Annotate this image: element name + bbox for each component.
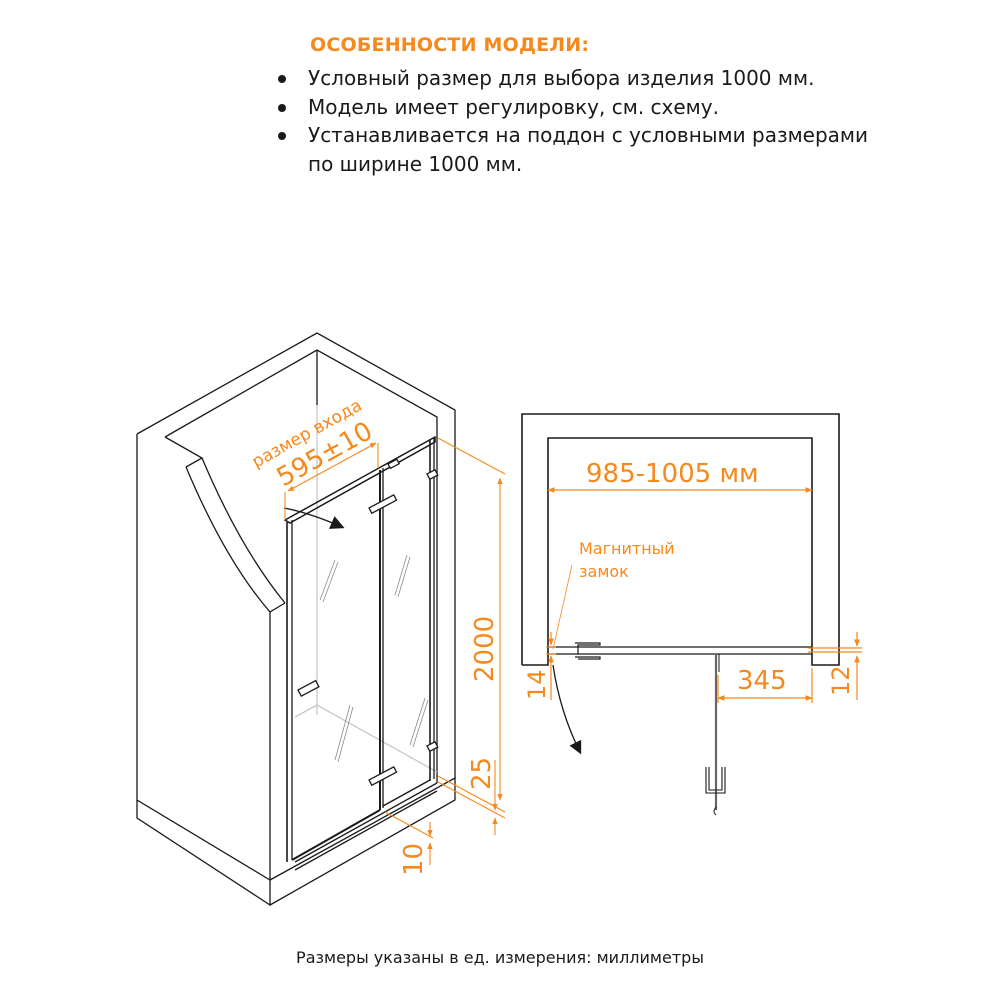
wall-outline (136, 332, 456, 437)
bullet-icon (278, 75, 286, 83)
iso-dimensions (284, 437, 506, 865)
feature-item-continued: по ширине 1000 мм. (308, 151, 523, 176)
feature-item: Модель имеет регулировку, см. схему. (270, 93, 868, 122)
magnet-lock-label-2: замок (579, 562, 629, 581)
height-value: 2000 (470, 616, 500, 682)
features-title: ОСОБЕННОСТИ МОДЕЛИ: (310, 34, 590, 56)
threshold-value: 10 (399, 843, 429, 876)
right-gap-value: 12 (827, 665, 855, 696)
feature-item: Устанавливается на поддон с условными ра… (270, 121, 868, 150)
fixed-panel-value: 345 (737, 666, 787, 696)
plan-dimensions (546, 487, 862, 703)
plan-view (521, 413, 840, 816)
magnet-lock-label: Магнитный (579, 539, 675, 558)
door-hardware (297, 458, 439, 787)
features-list: Условный размер для выбора изделия 1000 … (270, 64, 868, 178)
wall-inner-top (164, 349, 438, 440)
bullet-icon (278, 132, 286, 140)
plan-width-range: 985-1005 мм (586, 459, 759, 489)
adjust-bottom-value: 25 (467, 757, 497, 790)
left-gap-value: 14 (523, 669, 551, 700)
units-note: Размеры указаны в ед. измерения: миллиме… (296, 948, 704, 967)
left-wall (136, 434, 286, 882)
glass-reflection (319, 554, 429, 763)
bullet-icon (278, 103, 286, 112)
plan-walls (521, 413, 840, 666)
isometric-view (136, 332, 456, 907)
door-swing-arrow (283, 507, 345, 529)
feature-item: Условный размер для выбора изделия 1000 … (270, 64, 868, 93)
shower-tray (269, 776, 456, 906)
door-frame (283, 435, 436, 862)
plan-swing-arrow (552, 664, 582, 755)
